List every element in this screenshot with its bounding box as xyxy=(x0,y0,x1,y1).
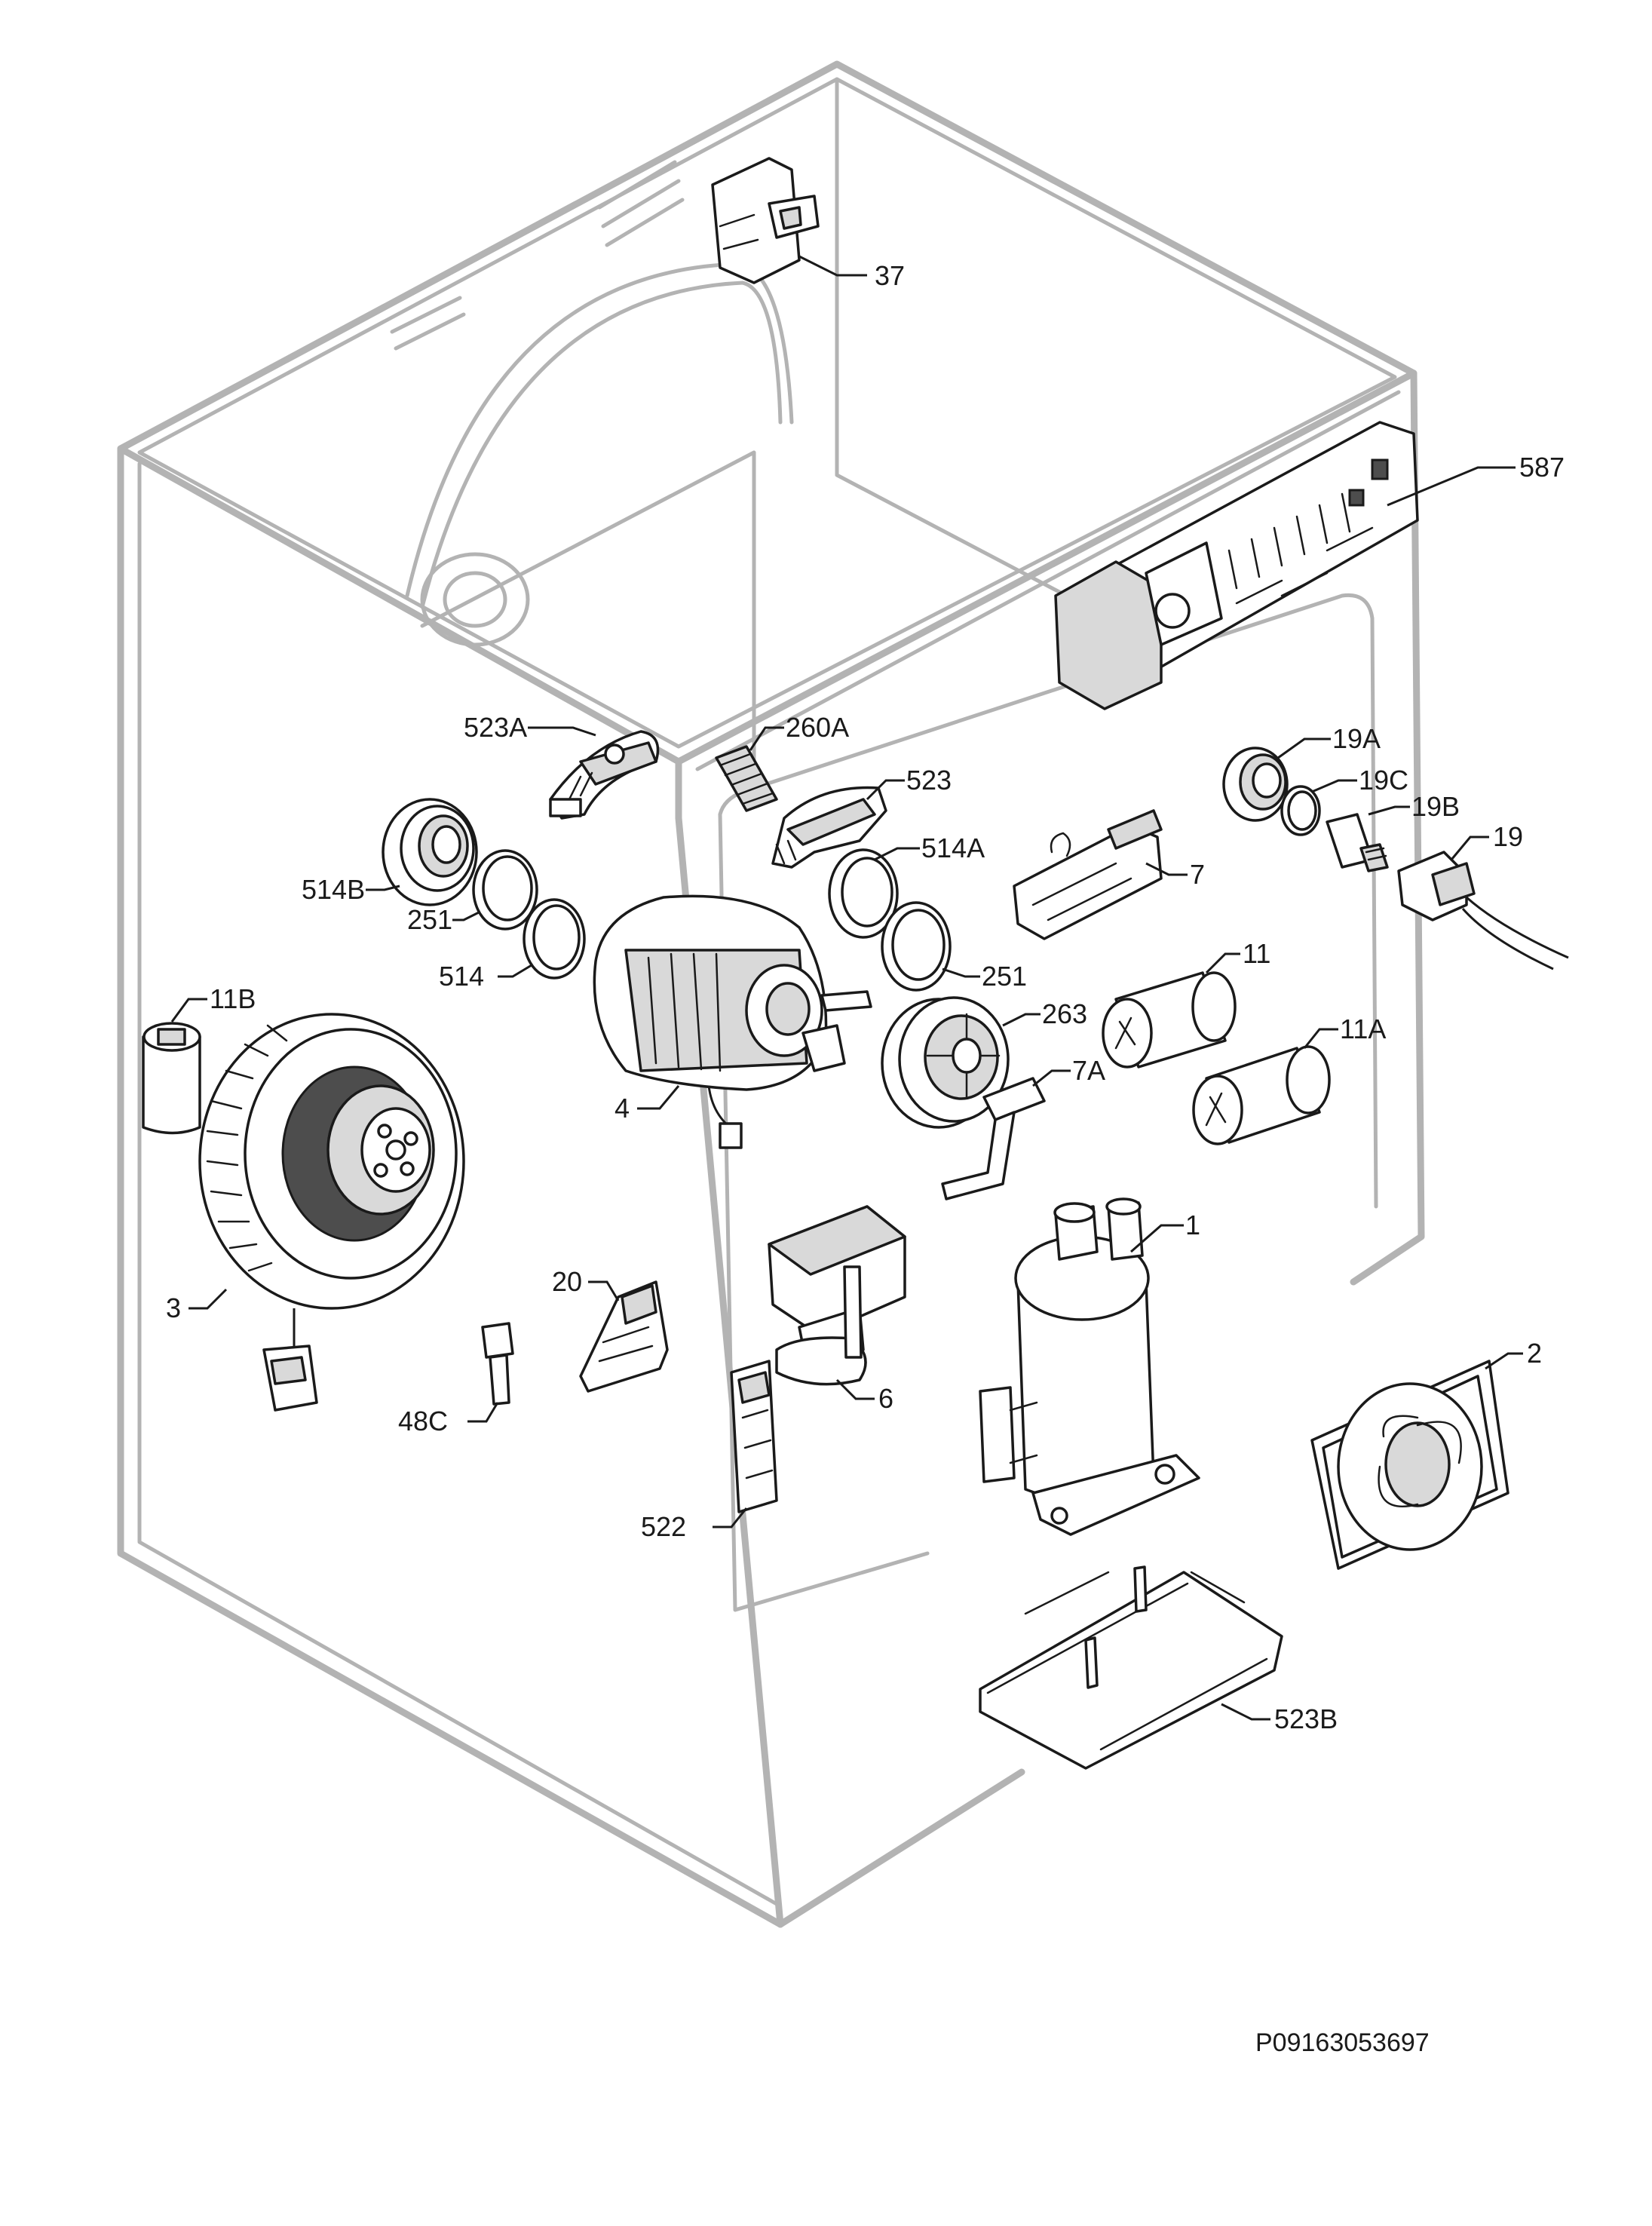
callout-260A: 260A xyxy=(786,712,849,743)
cabinet-outline xyxy=(117,60,1425,1928)
callout-523B: 523B xyxy=(1274,1703,1338,1734)
callout-20: 20 xyxy=(552,1266,582,1297)
part-3 xyxy=(188,1013,465,1412)
callout-514: 514 xyxy=(439,961,484,992)
callout-522: 522 xyxy=(641,1511,686,1542)
callout-514A: 514A xyxy=(921,832,985,863)
part-523 xyxy=(771,779,905,869)
part-522 xyxy=(713,1360,778,1528)
part-11 xyxy=(1102,952,1240,1069)
callout-labels: 37 587 523A 260A 523 19A 19C 19B 19 514B… xyxy=(166,260,1565,1734)
callout-1: 1 xyxy=(1185,1210,1200,1240)
callout-263: 263 xyxy=(1042,998,1087,1029)
part-19 xyxy=(1397,836,1569,970)
part-11B xyxy=(142,998,207,1135)
callout-48C: 48C xyxy=(398,1406,448,1436)
callout-19B: 19B xyxy=(1411,791,1460,822)
part-260A xyxy=(715,726,784,812)
part-4 xyxy=(593,894,872,1149)
part-48C xyxy=(467,1322,514,1423)
part-514B xyxy=(366,798,478,906)
callout-3: 3 xyxy=(166,1292,181,1323)
part-20 xyxy=(579,1280,669,1393)
callout-19: 19 xyxy=(1493,821,1523,852)
callout-11A: 11A xyxy=(1340,1013,1386,1044)
part-6 xyxy=(768,1205,906,1400)
callout-251-left: 251 xyxy=(407,904,452,935)
callout-251-right: 251 xyxy=(982,961,1027,992)
part-263 xyxy=(881,996,1041,1129)
callout-7A: 7A xyxy=(1072,1055,1105,1086)
part-1 xyxy=(979,1197,1200,1536)
part-19A xyxy=(1222,737,1331,822)
callout-19A: 19A xyxy=(1332,723,1381,754)
callout-11B: 11B xyxy=(210,983,256,1014)
callout-2: 2 xyxy=(1527,1338,1542,1369)
part-523B xyxy=(979,1565,1283,1770)
part-523A xyxy=(528,726,660,820)
part-7 xyxy=(1013,809,1188,940)
callout-4: 4 xyxy=(615,1093,630,1124)
part-19B xyxy=(1326,805,1410,872)
callout-587: 587 xyxy=(1519,452,1565,483)
part-514 xyxy=(498,898,586,980)
callout-11: 11 xyxy=(1243,938,1270,969)
part-251-right xyxy=(881,901,980,992)
part-2 xyxy=(1310,1352,1523,1570)
callout-523A: 523A xyxy=(464,712,527,743)
callout-523: 523 xyxy=(906,765,952,796)
part-587 xyxy=(1054,421,1516,710)
part-11A xyxy=(1192,1028,1338,1145)
callout-7: 7 xyxy=(1190,859,1205,890)
part-251-left xyxy=(452,849,538,931)
callout-19C: 19C xyxy=(1359,765,1408,796)
callout-6: 6 xyxy=(878,1383,893,1414)
part-19C xyxy=(1280,779,1357,836)
part-37 xyxy=(711,157,867,284)
part-514A xyxy=(828,847,920,939)
diagram-reference-code: P09163053697 xyxy=(1255,2028,1430,2057)
part-7A xyxy=(941,1069,1071,1200)
callout-514B: 514B xyxy=(302,874,365,905)
callout-37: 37 xyxy=(875,260,905,291)
